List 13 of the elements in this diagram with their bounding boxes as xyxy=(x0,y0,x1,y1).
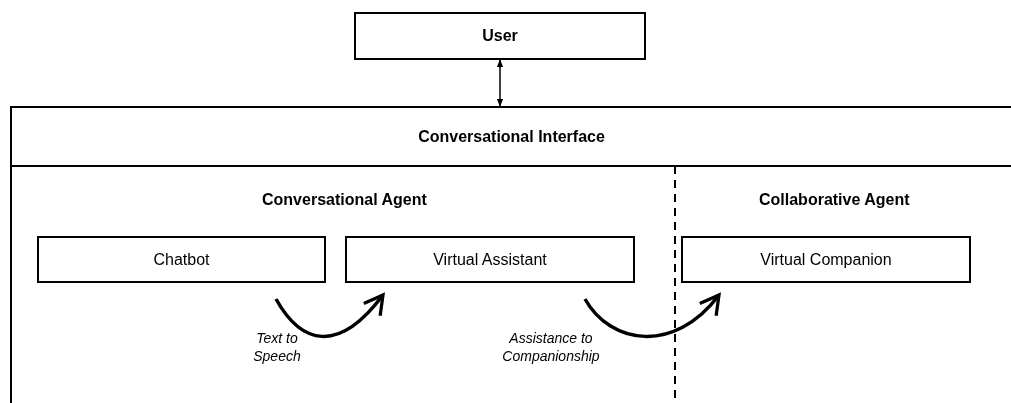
curved-arrow xyxy=(583,293,721,339)
actor-box: User xyxy=(354,12,646,60)
component-box: Virtual Assistant xyxy=(345,236,635,283)
group-heading: Collaborative Agent xyxy=(759,191,910,209)
component-box: Virtual Companion xyxy=(681,236,971,283)
double-arrow xyxy=(496,59,504,107)
curved-arrow xyxy=(274,293,385,339)
edge-label: Assistance to Companionship xyxy=(501,329,601,366)
interface-panel xyxy=(10,106,1011,403)
panel-heading: Conversational Interface xyxy=(418,127,605,146)
component-box: Chatbot xyxy=(37,236,326,283)
edge-label: Text to Speech xyxy=(252,329,302,366)
group-heading: Conversational Agent xyxy=(262,191,427,209)
